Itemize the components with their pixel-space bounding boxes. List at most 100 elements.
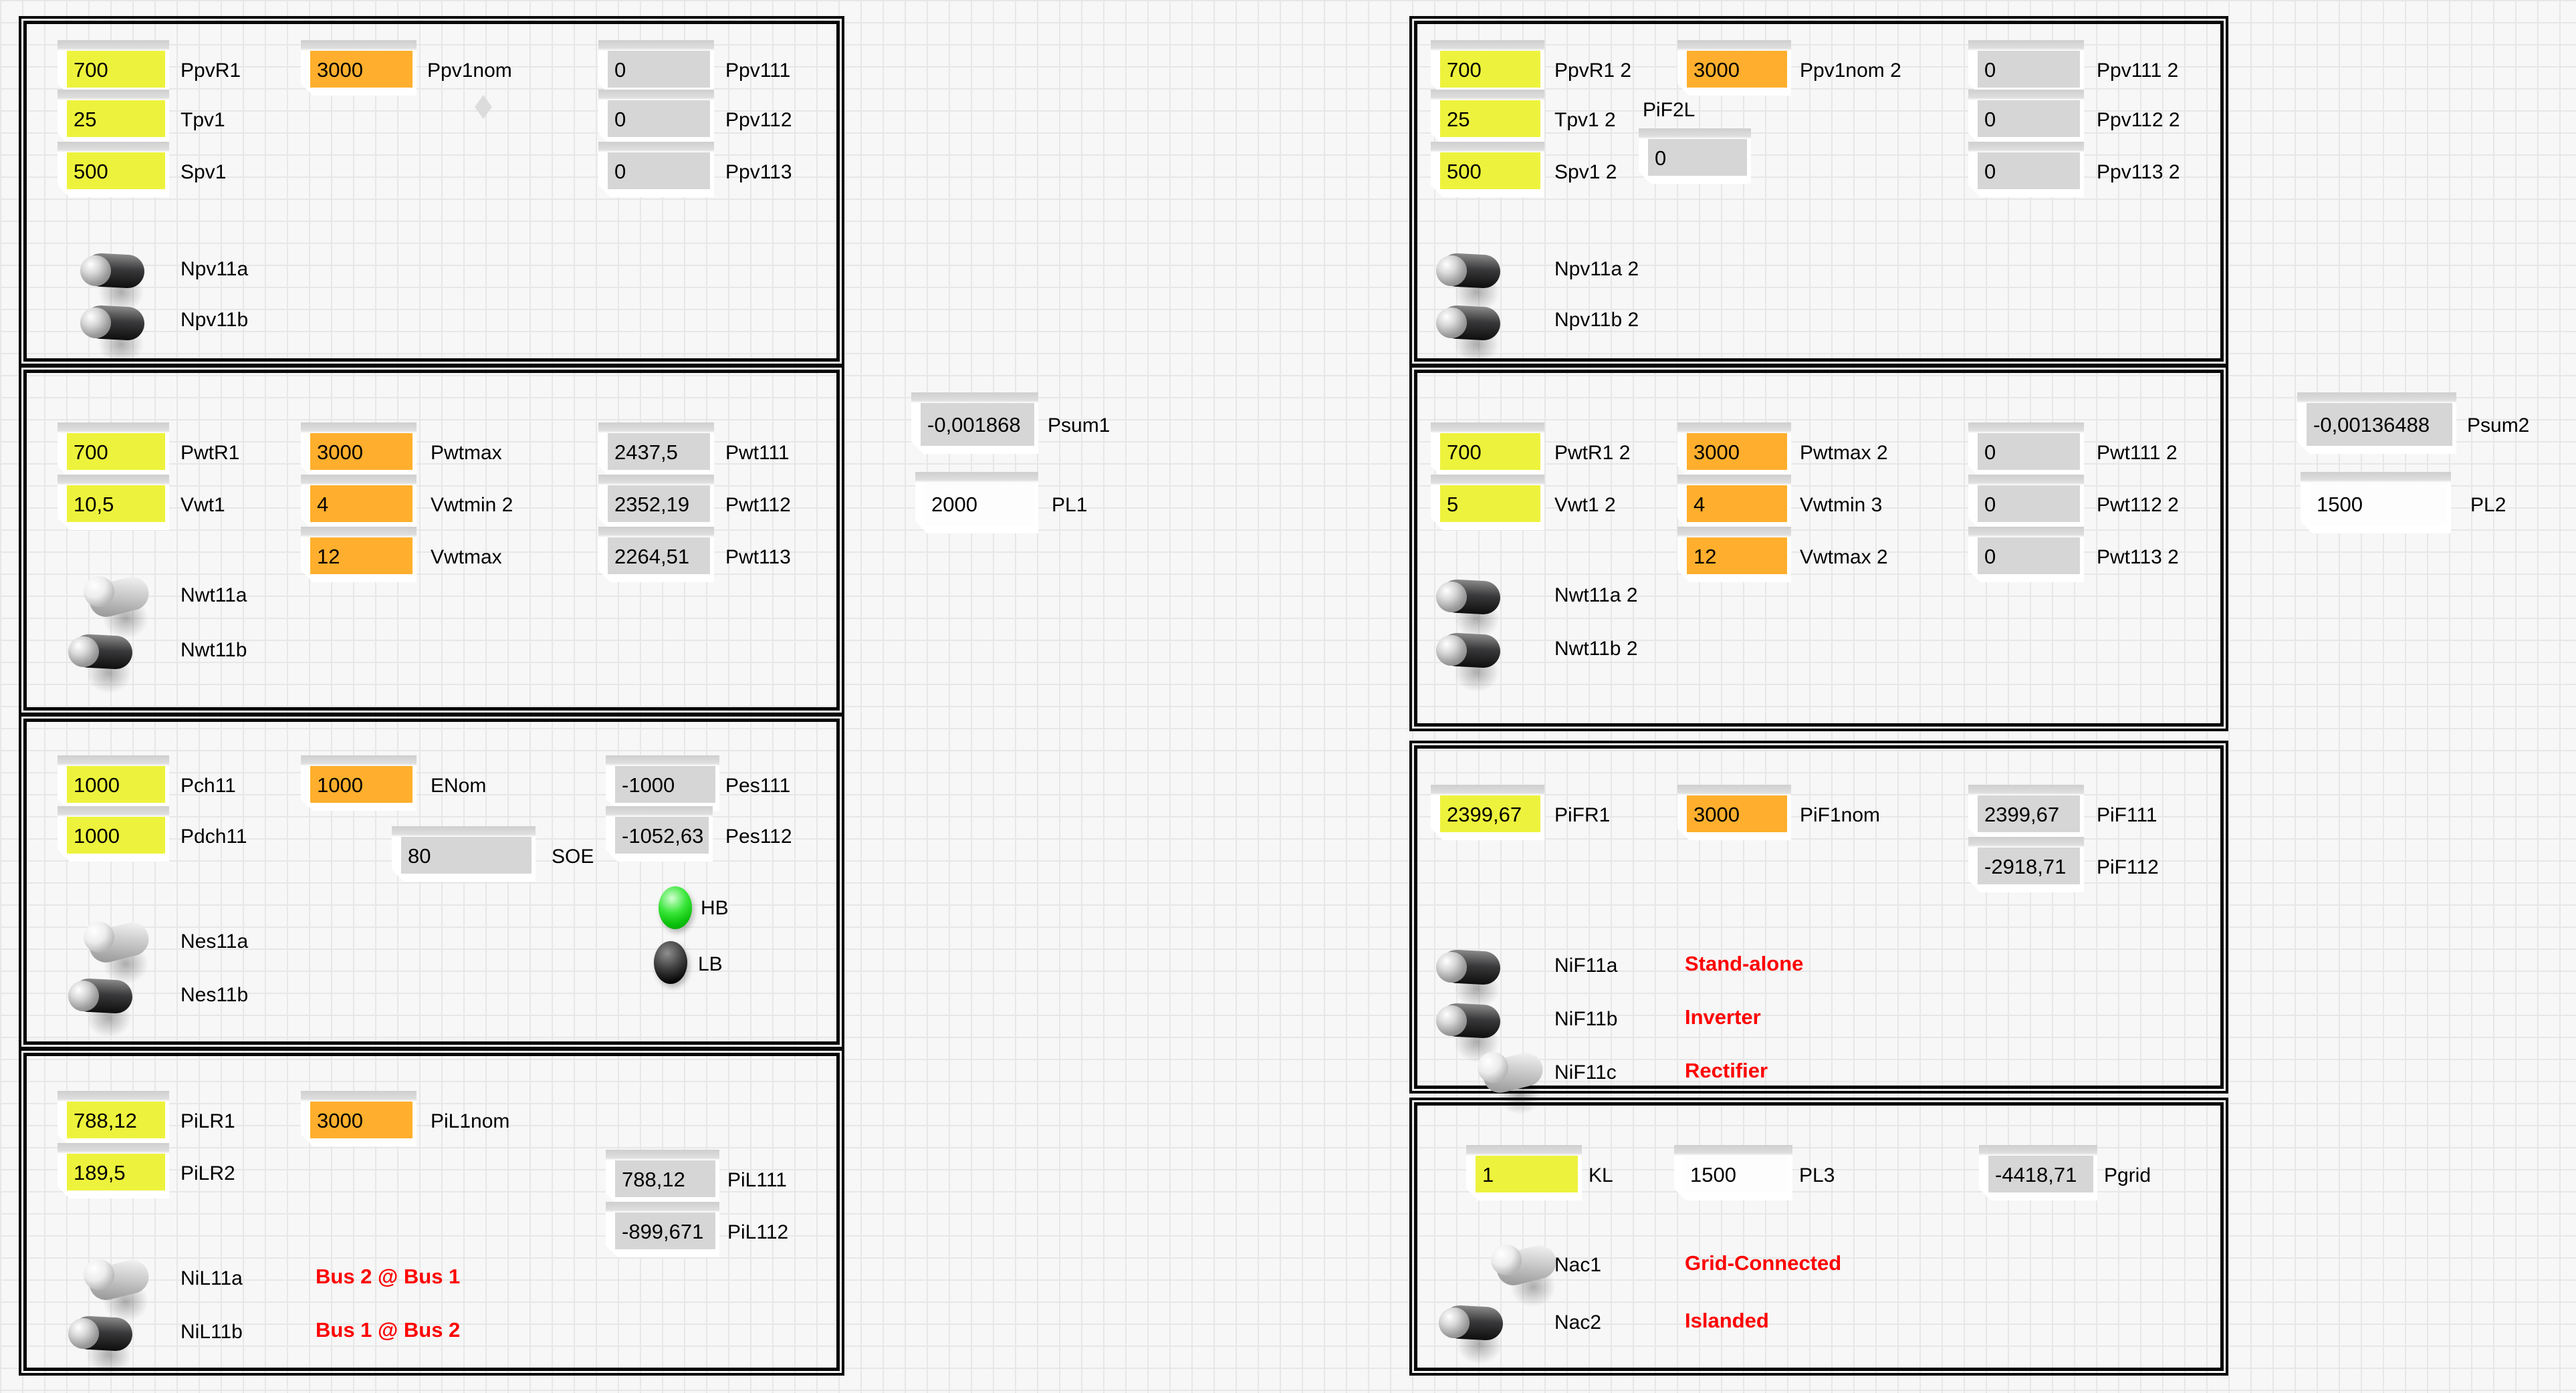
spv1-value[interactable]: 500 [67, 152, 165, 189]
nwt11b-2-toggle[interactable] [1435, 627, 1508, 694]
spv1-2-value[interactable]: 500 [1440, 152, 1540, 189]
pwt111-2-label: Pwt111 2 [2097, 442, 2178, 464]
pilr2-value[interactable]: 189,5 [67, 1154, 165, 1190]
nif11c-toggle[interactable] [1478, 1049, 1551, 1116]
kl-control[interactable]: 1 KL [1476, 1156, 1613, 1192]
nwt11b-toggle[interactable] [67, 628, 140, 695]
vwtmin2-value[interactable]: 4 [310, 485, 413, 522]
bus2-at-bus1-note: Bus 2 @ Bus 1 [316, 1265, 461, 1288]
soe-label: SOE [552, 846, 594, 868]
ppvr1-2-control[interactable]: 700 PpvR1 2 [1440, 51, 1631, 88]
pl2-value[interactable]: 1500 [2310, 483, 2447, 525]
pwtr1-2-value[interactable]: 700 [1440, 433, 1540, 470]
kl-label: KL [1589, 1164, 1613, 1186]
nes11a-toggle[interactable] [84, 918, 157, 986]
pdch11-value[interactable]: 1000 [67, 817, 165, 854]
nif11a-toggle[interactable] [1435, 944, 1508, 1011]
ppvr1-2-label: PpvR1 2 [1554, 59, 1632, 82]
pes111-label: Pes111 [725, 775, 791, 797]
nif11b-label: NiF11b [1554, 1008, 1618, 1030]
hb-label: HB [701, 897, 729, 919]
tpv1-2-value[interactable]: 25 [1440, 100, 1540, 137]
toggle-knob-cap [1436, 635, 1467, 666]
pwtr1-value[interactable]: 700 [67, 433, 165, 470]
pwtmax-2-value[interactable]: 3000 [1687, 433, 1787, 470]
ppv1nom-2-value[interactable]: 3000 [1687, 51, 1787, 88]
nil11b-toggle[interactable] [67, 1310, 140, 1377]
pilr1-value[interactable]: 788,12 [67, 1102, 165, 1138]
ppv1nom-value[interactable]: 3000 [310, 51, 413, 88]
pl1-value[interactable]: 2000 [925, 483, 1034, 525]
nil11a-toggle[interactable] [84, 1256, 157, 1323]
pwtmax-value[interactable]: 3000 [310, 433, 413, 470]
pch11-value[interactable]: 1000 [67, 766, 165, 803]
psum2-value: -0,00136488 [2307, 403, 2452, 446]
npv11a-toggle[interactable] [79, 247, 152, 314]
pil112-value: -899,671 [615, 1213, 715, 1249]
nif11b-toggle[interactable] [1435, 997, 1508, 1064]
tpv1-value[interactable]: 25 [67, 100, 165, 137]
pwtr1-2-label: PwtR1 2 [1554, 442, 1631, 464]
toggle-knob-cap [1478, 1052, 1508, 1083]
vwt1-2-value[interactable]: 5 [1440, 485, 1540, 522]
nwt11a-toggle[interactable] [84, 573, 157, 640]
pwt111-2-indicator: 0 Pwt111 2 [1978, 433, 2178, 470]
pif1nom-value[interactable]: 3000 [1687, 795, 1787, 832]
enom-value[interactable]: 1000 [310, 766, 413, 803]
nif11c-label: NiF11c [1554, 1061, 1617, 1084]
vwtmax-control[interactable]: 12 Vwtmax [310, 537, 502, 574]
pwt111-2-value: 0 [1978, 433, 2080, 470]
vwtmin3-value[interactable]: 4 [1687, 485, 1787, 522]
ppvr1-2-value[interactable]: 700 [1440, 51, 1540, 88]
vwt1-value[interactable]: 10,5 [67, 485, 165, 522]
vwtmax-2-value[interactable]: 12 [1687, 537, 1787, 574]
ppvr1-value[interactable]: 700 [67, 51, 165, 88]
pil1nom-value[interactable]: 3000 [310, 1102, 413, 1138]
vwtmax-value[interactable]: 12 [310, 537, 413, 574]
nac2-toggle[interactable] [1437, 1299, 1511, 1366]
nwt11a-2-toggle[interactable] [1435, 574, 1508, 640]
kl-value[interactable]: 1 [1476, 1156, 1578, 1192]
pwtr1-2-control[interactable]: 700 PwtR1 2 [1440, 433, 1630, 470]
npv11b-toggle[interactable] [79, 299, 152, 366]
pl3-value[interactable]: 1500 [1683, 1156, 1788, 1192]
nac1-toggle[interactable] [1491, 1241, 1564, 1309]
nes11b-toggle[interactable] [67, 973, 140, 1039]
npv11a-2-toggle[interactable] [1435, 247, 1508, 314]
pifr1-value[interactable]: 2399,67 [1440, 795, 1540, 832]
vwtmax-label: Vwtmax [431, 546, 502, 568]
npv11b-2-toggle[interactable] [1435, 299, 1508, 366]
pwt112-2-value: 0 [1978, 485, 2080, 522]
